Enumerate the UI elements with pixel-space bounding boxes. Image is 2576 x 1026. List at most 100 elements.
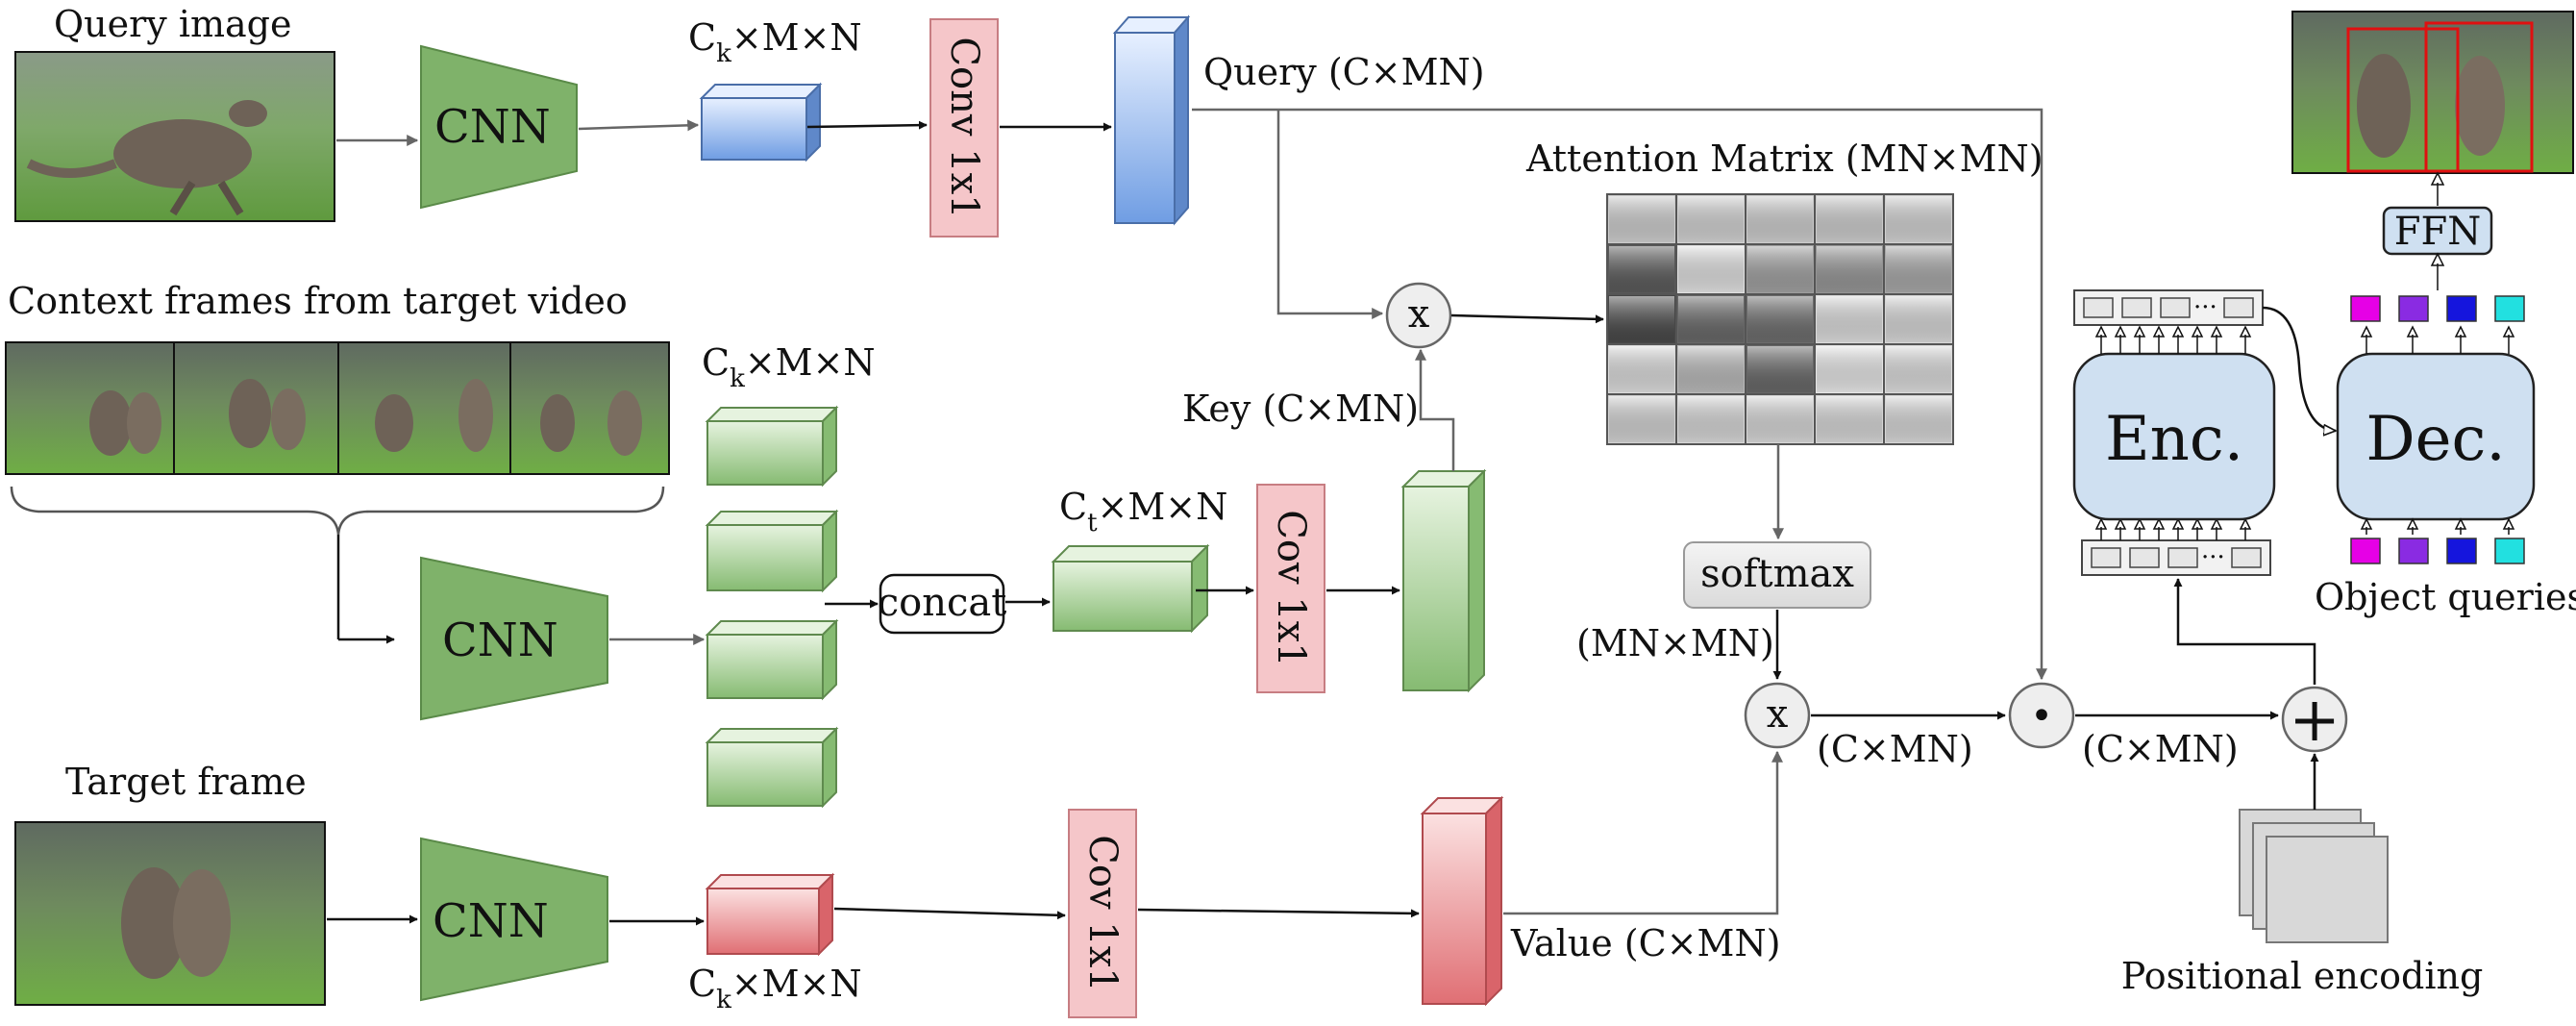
attention-cell-shading bbox=[1747, 296, 1813, 342]
attention-cell-shading bbox=[1886, 196, 1951, 242]
cnn-query-label: CNN bbox=[434, 100, 551, 154]
cov-key-label: Cov 1x1 bbox=[1269, 510, 1313, 666]
arrow-ffn-to-output bbox=[2430, 171, 2445, 206]
arrow-decoder-to-ffn bbox=[2430, 252, 2445, 290]
attention-cell-shading bbox=[1678, 346, 1744, 392]
softmax-box bbox=[1683, 541, 1871, 609]
mult-output-dims: (C×MN) bbox=[1817, 728, 1973, 770]
detection-box-right bbox=[2424, 21, 2534, 173]
concat-cube-dims: Ct×M×N bbox=[1059, 486, 1227, 538]
query-square bbox=[2350, 295, 2381, 322]
context-feature-cube-4 bbox=[705, 726, 839, 809]
encoder-output-dots: ··· bbox=[2193, 293, 2217, 322]
hadamard-node-label: • bbox=[2030, 694, 2053, 738]
encoder-input-tokens: ··· bbox=[2081, 539, 2271, 576]
query-image bbox=[14, 51, 335, 222]
encoder-output-tokens: ··· bbox=[2073, 289, 2264, 326]
multiply-node-2 bbox=[1744, 682, 1811, 749]
add-node bbox=[2281, 686, 2348, 753]
value-vector bbox=[1420, 795, 1504, 1007]
positional-encoding-stack bbox=[2239, 809, 2389, 943]
add-node-label: + bbox=[2289, 685, 2341, 756]
query-vector bbox=[1112, 14, 1191, 226]
attention-cell-shading bbox=[1678, 296, 1744, 342]
output-image bbox=[2291, 11, 2574, 174]
arrow-target-cube-to-cov bbox=[833, 907, 1066, 920]
value-label: Value (C×MN) bbox=[1510, 922, 1781, 964]
encoder-output-arrows bbox=[2094, 325, 2252, 354]
key-vector bbox=[1400, 468, 1487, 693]
multiply-node-2-label: x bbox=[1767, 692, 1789, 737]
concat-label: concat bbox=[878, 581, 1007, 625]
arrow-query-cube-to-conv bbox=[806, 120, 928, 130]
cnn-context-label: CNN bbox=[442, 613, 558, 667]
softmax-label: softmax bbox=[1700, 552, 1854, 596]
attention-cell-shading bbox=[1886, 296, 1951, 342]
decoder-output-squares bbox=[2350, 295, 2525, 322]
arrow-query-to-mult bbox=[1276, 110, 1384, 319]
context-frames-strip bbox=[5, 341, 670, 475]
cov-value-block: Cov 1x1 bbox=[1068, 809, 1137, 1018]
cnn-query: CNN bbox=[420, 44, 578, 210]
multiply-node-1-label: x bbox=[1408, 292, 1430, 337]
object-query-squares bbox=[2350, 538, 2525, 564]
context-brace bbox=[10, 486, 665, 536]
attention-cell-shading bbox=[1747, 196, 1813, 242]
attention-cell-shading bbox=[1886, 246, 1951, 292]
context-feature-cube-2 bbox=[705, 509, 839, 593]
encoder-label: Enc. bbox=[2105, 404, 2243, 475]
target-frame-label: Target frame bbox=[65, 761, 307, 803]
attention-cell-shading bbox=[1609, 296, 1674, 342]
attention-cell-shading bbox=[1817, 196, 1882, 242]
query-square bbox=[2494, 538, 2525, 564]
query-square bbox=[2398, 295, 2429, 322]
conv-query-label: Conv 1x1 bbox=[942, 37, 986, 218]
context-feature-cube-3 bbox=[705, 618, 839, 701]
query-square bbox=[2350, 538, 2381, 564]
concat-box bbox=[879, 573, 1005, 635]
cnn-target: CNN bbox=[420, 837, 608, 1002]
concat-feature-cube bbox=[1051, 543, 1210, 634]
softmax-dims-label: (MN×MN) bbox=[1576, 622, 1774, 664]
arrow-query-to-odot bbox=[1192, 108, 2047, 681]
target-feature-cube bbox=[705, 872, 835, 957]
ffn-label: FFN bbox=[2394, 210, 2482, 254]
query-square bbox=[2494, 295, 2525, 322]
target-frame-image bbox=[14, 821, 326, 1006]
key-label: Key (C×MN) bbox=[1182, 388, 1419, 430]
context-frames-label: Context frames from target video bbox=[8, 280, 628, 322]
arrow-cov-to-value-vec bbox=[1137, 908, 1420, 918]
encoder-block bbox=[2072, 352, 2276, 521]
attention-cell-shading bbox=[1817, 296, 1882, 342]
attention-matrix bbox=[1606, 193, 1954, 445]
attention-cell-shading bbox=[1609, 196, 1674, 242]
query-square bbox=[2446, 295, 2477, 322]
attention-cell-shading bbox=[1817, 396, 1882, 442]
context-feature-cube-1 bbox=[705, 405, 839, 488]
cnn-context: CNN bbox=[420, 556, 608, 721]
attention-cell-shading bbox=[1747, 246, 1813, 292]
detection-box-left bbox=[2346, 27, 2460, 173]
attention-cell-shading bbox=[1609, 246, 1674, 292]
arrow-plus-to-encoder bbox=[2173, 578, 2316, 685]
encoder-input-dots: ··· bbox=[2201, 543, 2225, 572]
decoder-input-arrows bbox=[2360, 517, 2515, 535]
cnn-target-label: CNN bbox=[433, 894, 549, 948]
multiply-node-1 bbox=[1385, 282, 1452, 349]
decoder-output-arrows bbox=[2360, 325, 2515, 354]
positional-encoding-label: Positional encoding bbox=[2121, 955, 2484, 997]
arrow-cnn-to-query-cube bbox=[578, 119, 700, 132]
attention-cell-shading bbox=[1817, 246, 1882, 292]
attention-cell-shading bbox=[1609, 346, 1674, 392]
object-queries-label: Object queries bbox=[2315, 576, 2576, 618]
query-square bbox=[2398, 538, 2429, 564]
attention-cell-shading bbox=[1886, 346, 1951, 392]
attention-matrix-label: Attention Matrix (MN×MN) bbox=[1525, 138, 2043, 180]
query-cube-dims: Ck×M×N bbox=[688, 16, 862, 68]
decoder-block bbox=[2336, 352, 2536, 521]
arrow-value-to-mult bbox=[1503, 750, 1783, 915]
attention-cell-shading bbox=[1817, 346, 1882, 392]
cov-value-label: Cov 1x1 bbox=[1080, 835, 1125, 991]
query-image-label: Query image bbox=[54, 3, 291, 45]
attention-cell-shading bbox=[1609, 396, 1674, 442]
